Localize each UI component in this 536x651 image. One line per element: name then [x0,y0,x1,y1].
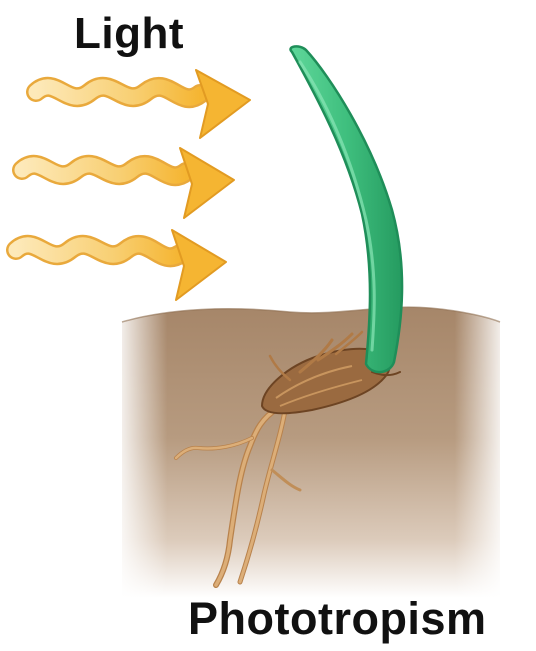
light-ray-2 [22,148,234,218]
light-ray-3 [16,230,226,300]
light-rays [16,70,250,300]
phototropism-label: Phototropism [188,596,486,641]
light-ray-1 [36,70,250,138]
light-label: Light [74,12,184,56]
soil [122,300,500,600]
